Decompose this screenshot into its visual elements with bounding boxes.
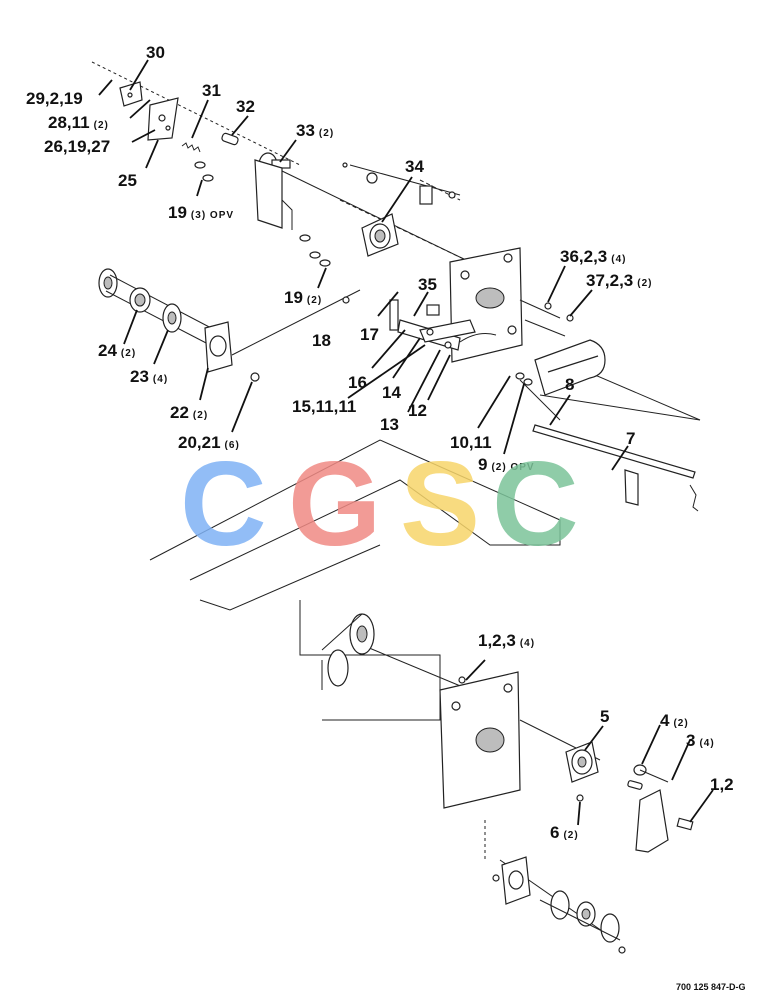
part-spring-31 xyxy=(181,142,201,153)
callout-9-opv: 9(2) OPV xyxy=(478,455,535,474)
callout-36-2-3: 36,2,3(4) xyxy=(560,247,627,266)
callout-14: 14 xyxy=(382,383,401,402)
callout-arrows xyxy=(98,59,714,826)
watermark-logo: C G S C xyxy=(180,437,579,571)
callout-3: 3(4) xyxy=(686,731,715,750)
watermark-letter-c1: C xyxy=(180,437,267,571)
washers-19 xyxy=(194,161,331,267)
part-flange-22 xyxy=(204,321,233,373)
part-bearing-34 xyxy=(361,213,399,257)
callout-26-19-27: 26,19,27 xyxy=(44,137,110,156)
callout-15-11-11: 15,11,11 xyxy=(292,397,356,416)
watermark-letter-g: G xyxy=(288,437,381,571)
callout-18: 18 xyxy=(312,331,331,350)
part-plate-top xyxy=(254,159,293,230)
callout-20-21: 20,21(6) xyxy=(178,433,240,452)
part-bolt-20 xyxy=(250,372,260,382)
callout-32: 32 xyxy=(236,97,255,116)
watermark-letter-c2: C xyxy=(492,437,579,571)
callout-19-2: 19(2) xyxy=(284,288,322,307)
part-pulley-bottom xyxy=(539,890,626,954)
part-frame-plate-lower xyxy=(439,671,521,809)
top-shaft-hardware xyxy=(342,162,456,205)
callout-28-11: 28,11(2) xyxy=(48,113,109,132)
callout-35: 35 xyxy=(418,275,437,294)
callout-labels: 30 29,2,19 28,11(2) 26,19,27 25 31 32 33… xyxy=(26,43,734,842)
callout-12: 12 xyxy=(408,401,427,420)
callout-7: 7 xyxy=(626,429,635,448)
part-rod-7-8 xyxy=(532,424,699,512)
callout-33: 33(2) xyxy=(296,121,334,140)
part-washer-10 xyxy=(515,372,533,386)
part-roller-right xyxy=(534,339,606,396)
callout-16: 16 xyxy=(348,373,367,392)
parts xyxy=(98,81,699,954)
callout-8: 8 xyxy=(565,375,574,394)
callout-37-2-3: 37,2,3(2) xyxy=(586,271,653,290)
callout-24: 24(2) xyxy=(98,341,136,360)
figure-reference: 700 125 847-D-G xyxy=(676,982,746,992)
part-bearing-23 xyxy=(162,303,182,333)
part-bolt-4-3 xyxy=(627,764,669,790)
callout-30: 30 xyxy=(146,43,165,62)
part-bracket-30 xyxy=(119,81,143,107)
callout-5: 5 xyxy=(600,707,609,726)
callout-13: 13 xyxy=(380,415,399,434)
callout-1-2: 1,2 xyxy=(710,775,734,794)
part-frame-plate xyxy=(449,247,523,363)
callout-29-2-19: 29,2,19 xyxy=(26,89,83,108)
callout-4: 4(2) xyxy=(660,711,689,730)
callout-25: 25 xyxy=(118,171,137,190)
callout-31: 31 xyxy=(202,81,221,100)
callout-23: 23(4) xyxy=(130,367,168,386)
callout-10-11: 10,11 xyxy=(450,433,492,452)
part-bearing-5 xyxy=(565,741,599,802)
callout-22: 22(2) xyxy=(170,403,208,422)
part-flange-bottom xyxy=(492,856,531,905)
part-roller-lower xyxy=(321,613,375,690)
part-collar-24 xyxy=(129,287,151,313)
part-pulley-left xyxy=(98,268,216,346)
part-bolts-36-37 xyxy=(519,299,574,337)
part-mechanism-arms xyxy=(389,299,497,351)
part-bracket-right xyxy=(635,789,694,853)
callout-17: 17 xyxy=(360,325,379,344)
callout-6: 6(2) xyxy=(550,823,579,842)
callout-34: 34 xyxy=(405,157,424,176)
watermark-letter-s: S xyxy=(400,437,480,571)
part-pin-18 xyxy=(342,296,350,304)
part-bracket-25 xyxy=(147,97,179,141)
callout-1-2-3: 1,2,3(4) xyxy=(478,631,535,650)
callout-19-opv: 19(3) OPV xyxy=(168,203,234,222)
part-pin-32 xyxy=(221,132,239,146)
